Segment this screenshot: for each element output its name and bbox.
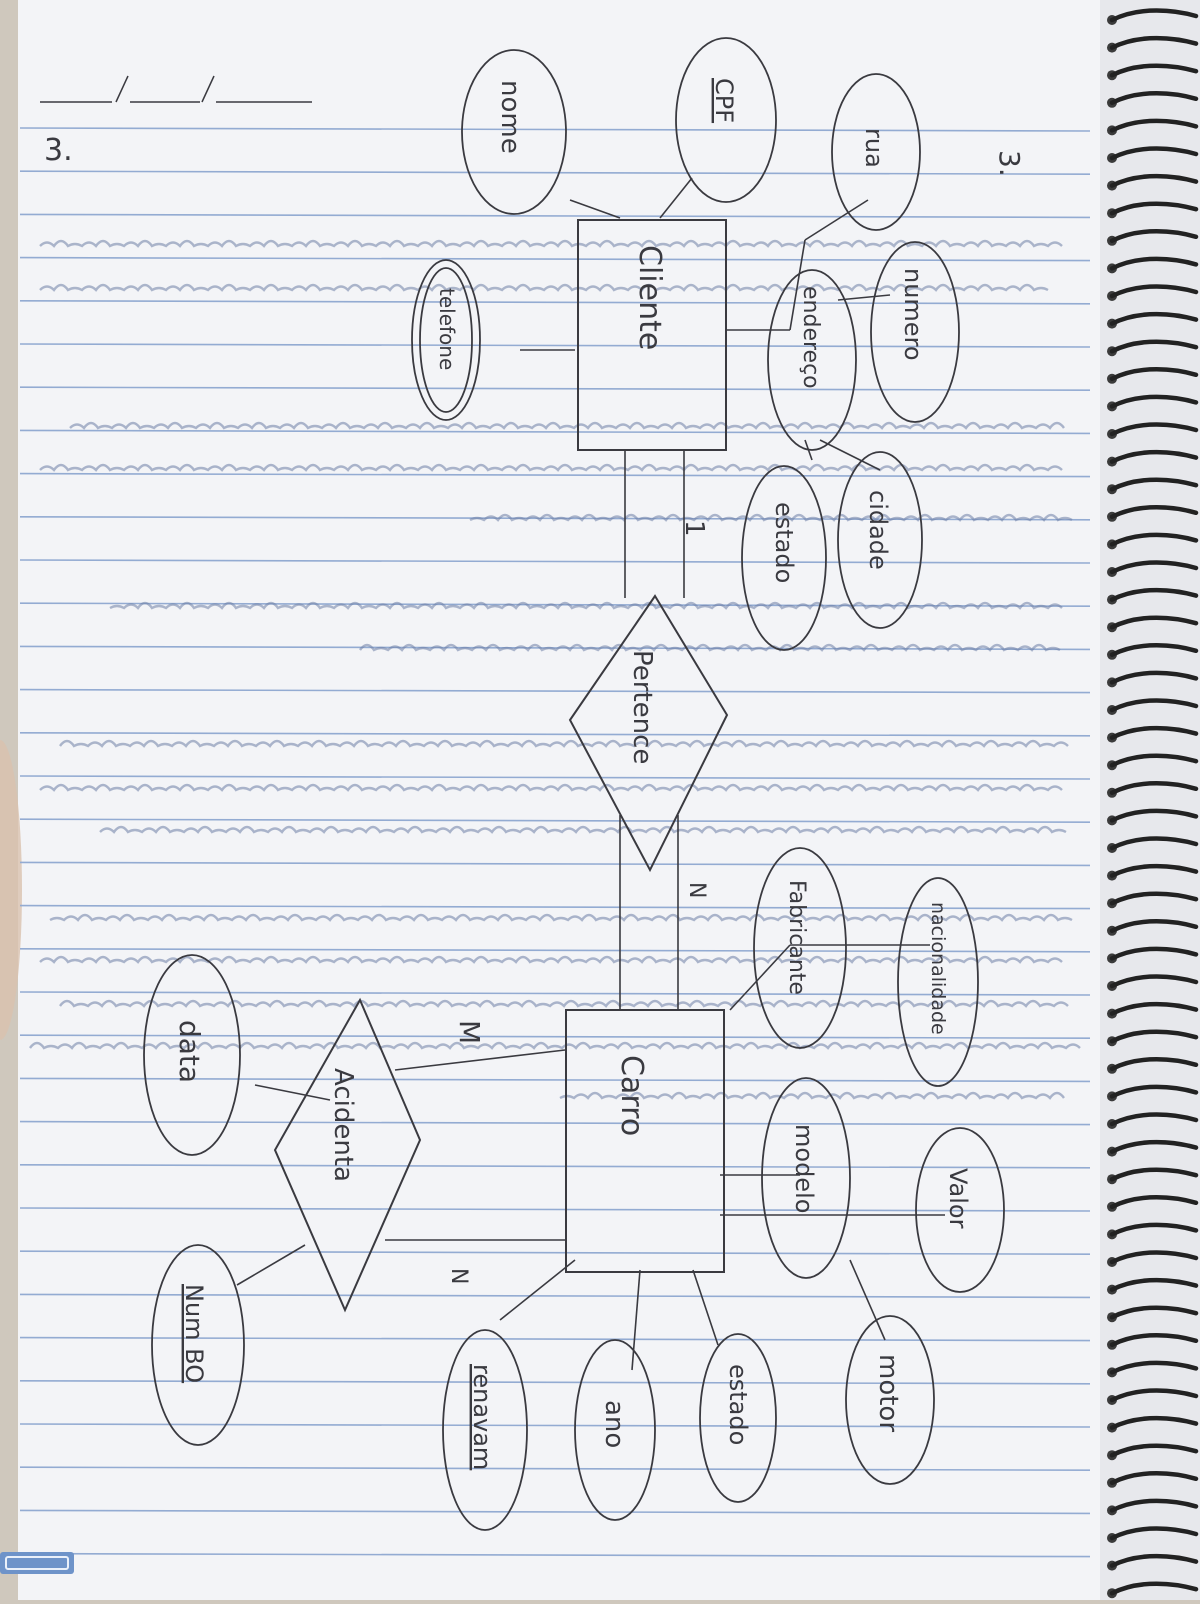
attribute-motor-label: motor: [873, 1354, 903, 1432]
relationship-pertence: Pertence: [568, 594, 729, 873]
date-blank: [40, 75, 312, 103]
cardinality-cliente-pertence: 1: [679, 520, 709, 537]
page-number-left: 3.: [44, 133, 73, 168]
relationship-pertence-label: Pertence: [627, 650, 657, 764]
attribute-num-bo-label: Num BO: [180, 1284, 208, 1383]
attribute-data-label: data: [173, 1020, 206, 1083]
attribute-numero-label: numero: [899, 268, 927, 361]
attribute-motor: motor: [845, 1315, 935, 1485]
attribute-nome-label: nome: [495, 80, 525, 154]
attribute-telefone: telefone: [411, 259, 481, 421]
attribute-renavam-label: renavam: [468, 1364, 496, 1470]
cardinality-carro-acidenta-m: M: [453, 1020, 486, 1044]
entity-cliente: Cliente: [577, 219, 727, 451]
cardinality-carro-acidenta-n: N: [446, 1268, 471, 1284]
attribute-num-bo: Num BO: [151, 1244, 245, 1446]
attribute-ano-label: ano: [599, 1400, 629, 1448]
attribute-ano: ano: [574, 1339, 656, 1521]
attribute-estado-carro: estado: [699, 1333, 777, 1503]
notebook-brand-logo: [0, 1552, 74, 1574]
attribute-fabricante-label: Fabricante: [784, 880, 809, 995]
attribute-valor-label: Valor: [944, 1168, 972, 1229]
attribute-cpf: CPF: [675, 37, 777, 203]
spiral-binding: [1100, 0, 1200, 1600]
attribute-data: data: [143, 954, 241, 1156]
cardinality-pertence-carro: N: [684, 882, 709, 898]
page-number-right: 3.: [993, 150, 1026, 177]
attribute-telefone-label: telefone: [435, 288, 459, 370]
attribute-modelo-label: modelo: [790, 1124, 818, 1213]
attribute-nacionalidade: nacionalidade: [897, 877, 979, 1087]
attribute-fabricante: Fabricante: [753, 847, 847, 1049]
entity-carro-label: Carro: [614, 1055, 649, 1136]
attribute-numero: numero: [870, 241, 960, 423]
attribute-nacionalidade-label: nacionalidade: [927, 902, 949, 1035]
attribute-nome: nome: [461, 49, 567, 215]
attribute-estado-carro-label: estado: [724, 1364, 752, 1445]
attribute-estado-cliente: estado: [741, 465, 827, 651]
connector-lines: [236, 177, 945, 1371]
attribute-endereco-label: endereço: [798, 286, 823, 389]
paper-sheet: [18, 0, 1128, 1600]
entity-carro: Carro: [565, 1009, 725, 1273]
attribute-cidade: cidade: [837, 451, 923, 629]
entity-cliente-label: Cliente: [632, 245, 667, 350]
attribute-valor: Valor: [915, 1127, 1005, 1293]
relationship-acidenta-label: Acidenta: [328, 1068, 358, 1182]
attribute-rua-label: rua: [860, 128, 888, 168]
ruled-lines: [19, 127, 1091, 1558]
attribute-endereco: endereço: [767, 269, 857, 451]
relationship-acidenta: Acidenta: [273, 997, 422, 1313]
attribute-modelo: modelo: [761, 1077, 851, 1279]
attribute-cidade-label: cidade: [864, 490, 892, 570]
attribute-rua: rua: [831, 73, 921, 231]
attribute-cpf-label: CPF: [710, 78, 738, 123]
attribute-renavam: renavam: [442, 1329, 528, 1531]
attribute-estado-cliente-label: estado: [770, 502, 798, 583]
bleed-through-writing: [29, 239, 1081, 1100]
